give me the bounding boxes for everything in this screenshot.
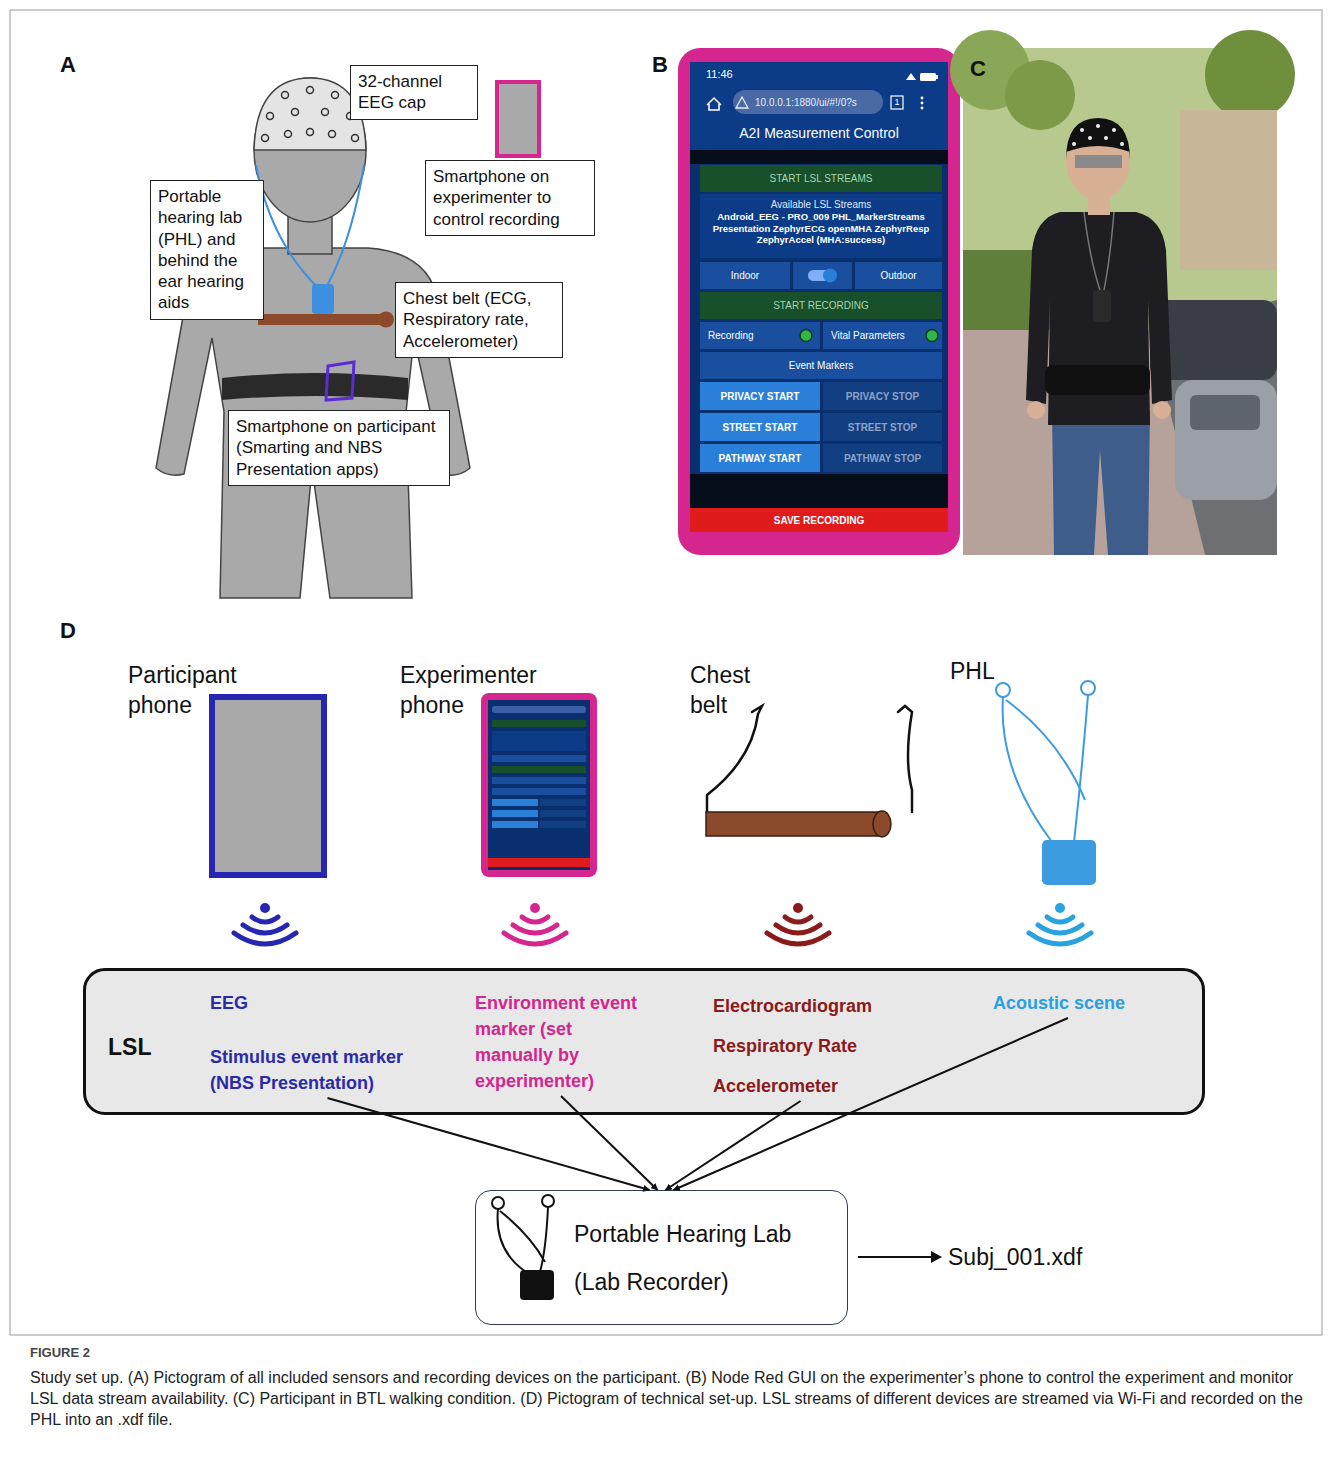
button-text: PRIVACY STOP (846, 391, 919, 402)
stream-text: Stimulus event marker (NBS Presentation) (210, 1044, 445, 1096)
button-text: PATHWAY START (719, 453, 802, 464)
button-text: STREET STOP (848, 422, 917, 433)
stop-button: PRIVACY STOP (823, 382, 942, 410)
device-heading: Experimenter phone (400, 660, 560, 720)
stream-arrow (328, 1098, 650, 1190)
callout-text: Smartphone on experimenter to control re… (433, 166, 587, 230)
url-bar: 10.0.0.1:1880/ui/#!/0?s (733, 90, 883, 114)
figure-number: FIGURE 2 (30, 1345, 230, 1361)
label-slot: D (60, 618, 90, 644)
heading-text: Participant phone (128, 660, 263, 720)
stop-button: PATHWAY STOP (823, 444, 942, 472)
panel-letter: D (60, 618, 90, 644)
device-heading: PHL (950, 656, 1010, 686)
figure-caption: Study set up. (A) Pictogram of all inclu… (30, 1367, 1305, 1430)
stream-group: Acoustic scene (993, 990, 1143, 1016)
start-button: PATHWAY START (700, 444, 820, 472)
box-title: LSL (108, 1033, 151, 1061)
panel-letter: A (60, 52, 90, 78)
caption-slot: Study set up. (A) Pictogram of all inclu… (30, 1367, 1305, 1430)
blue-button: Outdoor (855, 262, 942, 289)
start-button: STREET START (700, 413, 820, 441)
callout-box: Chest belt (ECG, Respiratory rate, Accel… (395, 282, 563, 358)
callout-text: Chest belt (ECG, Respiratory rate, Accel… (403, 288, 555, 352)
stream-arrow (674, 1018, 1069, 1190)
stream-group: EEG Stimulus event marker (NBS Presentati… (210, 990, 445, 1096)
callout-box: Smartphone on participant (Smarting and … (228, 410, 450, 486)
tab-count: 1 (891, 96, 903, 109)
stream-group: Environment event marker (set manually b… (475, 990, 647, 1094)
recorder-box: Portable Hearing Lab (Lab Recorder) (475, 1190, 848, 1325)
stream-group: ElectrocardiogramRespiratory RateAcceler… (713, 993, 888, 1099)
start-button: PRIVACY START (700, 382, 820, 410)
callout-box: Smartphone on experimenter to control re… (425, 160, 595, 236)
button-text: Event Markers (789, 360, 853, 371)
button-text: PATHWAY STOP (844, 453, 921, 464)
panel-letter: C (970, 56, 1000, 82)
button-text: STREET START (723, 422, 798, 433)
green-button: START RECORDING (700, 292, 942, 319)
button-text: START RECORDING (773, 300, 869, 311)
callout-box: Portable hearing lab (PHL) and behind th… (150, 180, 264, 320)
button-text: Recording (708, 330, 754, 341)
stream-text: Accelerometer (713, 1073, 888, 1099)
stream-text: Environment event marker (set manually b… (475, 990, 647, 1094)
stream-names: Android_EEG - PRO_009 PHL_MarkerStreams … (704, 211, 938, 246)
blue-button: Event Markers (700, 352, 942, 379)
label-slot: A (60, 52, 90, 78)
recorder-text: Portable Hearing Lab (Lab Recorder) (574, 1210, 827, 1306)
stream-list: Available LSL StreamsAndroid_EEG - PRO_0… (700, 196, 942, 249)
stream-text: Acoustic scene (993, 990, 1143, 1016)
device-heading: Participant phone (128, 660, 263, 720)
heading-text: Chest belt (690, 660, 762, 720)
green-button: START LSL STREAMS (700, 165, 942, 192)
blue-button: Indoor (700, 262, 790, 289)
device-heading: Chest belt (690, 660, 762, 720)
stream-arrow (561, 1096, 658, 1190)
heading-text: Experimenter phone (400, 660, 560, 720)
lsl-box: LSL EEG Stimulus event marker (NBS Present… (83, 968, 1205, 1115)
stream-text: EEG (210, 990, 445, 1016)
button-text: Indoor (731, 270, 759, 281)
label-slot: FIGURE 2 (30, 1345, 230, 1361)
stream-arrow (666, 1101, 801, 1190)
label-slot: C (970, 56, 1000, 82)
callout-box: 32-channel EEG cap (350, 65, 478, 120)
stream-text: Electrocardiogram (713, 993, 888, 1019)
stream-text: Respiratory Rate (713, 1033, 888, 1059)
status-time: 11:46 (706, 68, 960, 81)
callout-text: Smartphone on participant (Smarting and … (236, 416, 442, 480)
callout-text: 32-channel EEG cap (358, 71, 470, 114)
phone-screen: 11:46A2I Measurement Control 10.0.0.1:188… (678, 48, 960, 555)
save-button: SAVE RECORDING (690, 508, 948, 532)
panel-letter: B (652, 52, 682, 78)
heading-text: PHL (950, 656, 1010, 686)
status-button: Vital Parameters (823, 322, 942, 349)
label-slot: B (652, 52, 682, 78)
button-text: Outdoor (880, 270, 916, 281)
button-text: START LSL STREAMS (770, 173, 873, 184)
file-name: Subj_001.xdf (948, 1242, 1148, 1272)
button-text: SAVE RECORDING (774, 515, 864, 526)
button-text: PRIVACY START (721, 391, 800, 402)
app-title: A2I Measurement Control (678, 125, 960, 141)
button-text: Vital Parameters (831, 330, 905, 341)
list-heading: Available LSL Streams (704, 199, 938, 211)
label-slot: Subj_001.xdf (948, 1242, 1148, 1272)
stop-button: STREET STOP (823, 413, 942, 441)
label-slot: 1 (891, 96, 903, 109)
url-text: 10.0.0.1:1880/ui/#!/0?s (755, 97, 857, 108)
callout-text: Portable hearing lab (PHL) and behind th… (158, 186, 256, 314)
